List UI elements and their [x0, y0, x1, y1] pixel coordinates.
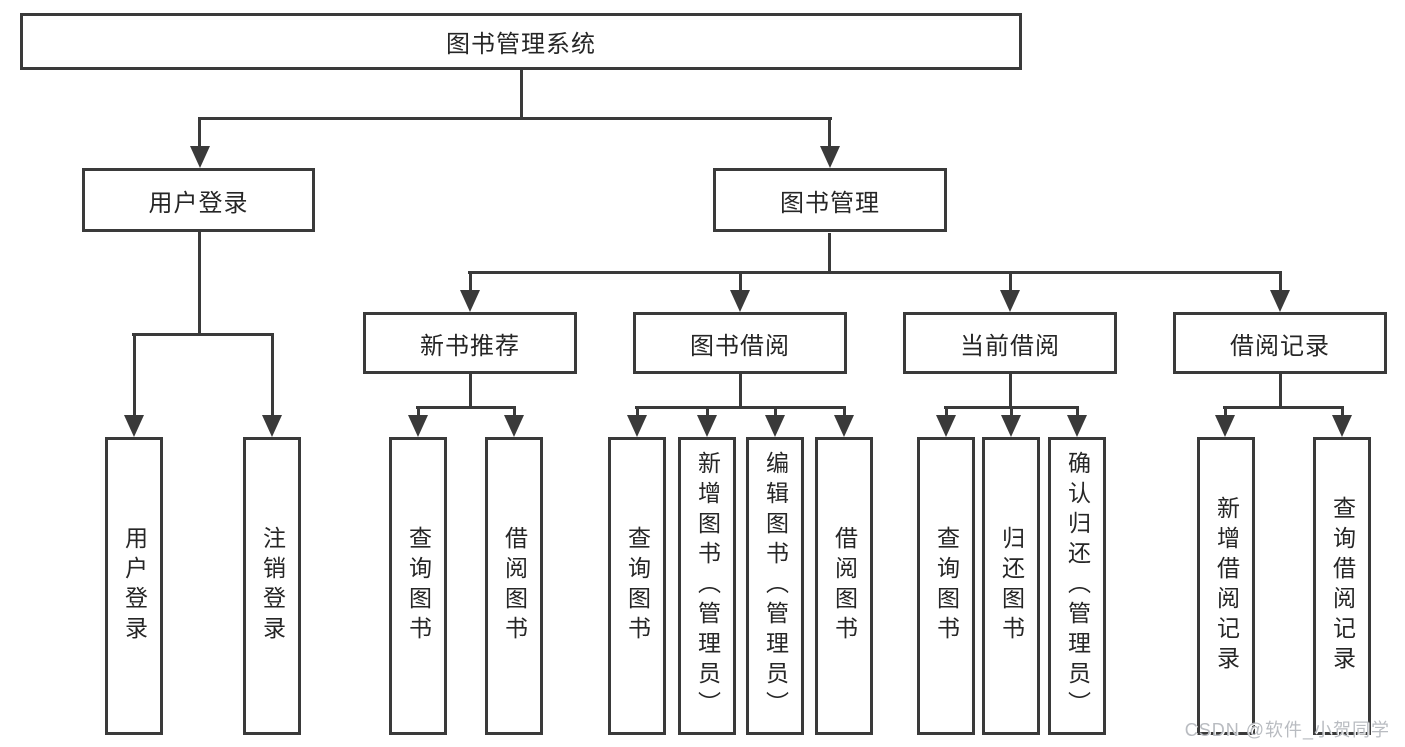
- connector-line: [417, 406, 420, 417]
- leaf-return-books: 归还图书: [982, 437, 1040, 735]
- connector-line: [198, 117, 832, 120]
- connector-line: [198, 117, 201, 147]
- connector-line: [739, 271, 742, 290]
- connector-line: [1010, 406, 1013, 417]
- connector-line: [271, 333, 274, 416]
- arrow-down-icon: [1067, 415, 1087, 437]
- connector-line: [198, 232, 201, 336]
- node-label: 借阅图书: [501, 526, 528, 646]
- node-label: 查询借阅记录: [1329, 496, 1356, 676]
- connector-line: [469, 373, 472, 409]
- connector-line: [636, 406, 639, 417]
- arrow-down-icon: [262, 415, 282, 437]
- arrow-down-icon: [124, 415, 144, 437]
- node-current-borrowing: 当前借阅: [903, 312, 1117, 374]
- node-label: 当前借阅: [960, 332, 1060, 360]
- leaf-query-books-recommend: 查询图书: [389, 437, 447, 735]
- leaf-logout: 注销登录: [243, 437, 301, 735]
- connector-line: [828, 117, 831, 147]
- node-user-login: 用户登录: [82, 168, 315, 232]
- arrow-down-icon: [408, 415, 428, 437]
- node-label: 查询图书: [933, 526, 960, 646]
- node-label: 图书借阅: [690, 332, 790, 360]
- arrow-down-icon: [1332, 415, 1352, 437]
- connector-line: [774, 406, 777, 417]
- connector-line: [843, 406, 846, 417]
- node-book-borrowing: 图书借阅: [633, 312, 847, 374]
- leaf-query-books-current: 查询图书: [917, 437, 975, 735]
- node-label: 借阅记录: [1230, 332, 1330, 360]
- connector-line: [1076, 406, 1079, 417]
- connector-line: [520, 70, 523, 119]
- node-label: 查询图书: [405, 526, 432, 646]
- node-label: 确认归还（管理员）: [1064, 451, 1091, 721]
- arrow-down-icon: [1000, 290, 1020, 312]
- connector-line: [469, 271, 472, 290]
- leaf-borrow-books-borrowing: 借阅图书: [815, 437, 873, 735]
- leaf-borrow-books-recommend: 借阅图书: [485, 437, 543, 735]
- connector-line: [706, 406, 709, 417]
- arrow-down-icon: [834, 415, 854, 437]
- arrow-down-icon: [504, 415, 524, 437]
- arrow-down-icon: [730, 290, 750, 312]
- node-new-book-recommendation: 新书推荐: [363, 312, 577, 374]
- node-label: 图书管理: [780, 189, 880, 217]
- node-label: 注销登录: [259, 526, 286, 646]
- connector-line: [513, 406, 516, 417]
- arrow-down-icon: [627, 415, 647, 437]
- leaf-add-book-admin: 新增图书（管理员）: [678, 437, 736, 735]
- node-library-management-system: 图书管理系统: [20, 13, 1022, 70]
- connector-line: [1009, 373, 1012, 409]
- connector-line: [468, 271, 1282, 274]
- arrow-down-icon: [936, 415, 956, 437]
- arrow-down-icon: [820, 146, 840, 168]
- leaf-user-login: 用户登录: [105, 437, 163, 735]
- leaf-query-books-borrowing: 查询图书: [608, 437, 666, 735]
- connector-line: [739, 373, 742, 409]
- connector-line: [133, 333, 136, 416]
- connector-line: [945, 406, 948, 417]
- leaf-query-borrow-record: 查询借阅记录: [1313, 437, 1371, 735]
- leaf-edit-book-admin: 编辑图书（管理员）: [746, 437, 804, 735]
- leaf-confirm-return-admin: 确认归还（管理员）: [1048, 437, 1106, 735]
- connector-line: [1279, 373, 1282, 409]
- node-label: 用户登录: [121, 526, 148, 646]
- arrow-down-icon: [765, 415, 785, 437]
- connector-line: [635, 406, 846, 409]
- node-label: 借阅图书: [831, 526, 858, 646]
- node-borrowing-records: 借阅记录: [1173, 312, 1387, 374]
- watermark: CSDN @软件_小贺同学: [1184, 720, 1390, 740]
- arrow-down-icon: [1270, 290, 1290, 312]
- node-book-management: 图书管理: [713, 168, 947, 232]
- node-label: 编辑图书（管理员）: [762, 451, 789, 721]
- connector-line: [1341, 406, 1344, 417]
- leaf-add-borrow-record: 新增借阅记录: [1197, 437, 1255, 735]
- connector-line: [416, 406, 516, 409]
- node-label: 新书推荐: [420, 332, 520, 360]
- arrow-down-icon: [1001, 415, 1021, 437]
- node-label: 新增借阅记录: [1213, 496, 1240, 676]
- node-label: 归还图书: [998, 526, 1025, 646]
- connector-line: [1224, 406, 1227, 417]
- connector-line: [1279, 271, 1282, 290]
- connector-line: [132, 333, 274, 336]
- connector-line: [828, 233, 831, 273]
- node-label: 图书管理系统: [446, 31, 596, 58]
- arrow-down-icon: [460, 290, 480, 312]
- connector-line: [1223, 406, 1344, 409]
- connector-line: [1009, 271, 1012, 290]
- node-label: 用户登录: [148, 189, 249, 217]
- node-label: 查询图书: [624, 526, 651, 646]
- node-label: 新增图书（管理员）: [694, 451, 721, 721]
- arrow-down-icon: [697, 415, 717, 437]
- arrow-down-icon: [1215, 415, 1235, 437]
- arrow-down-icon: [190, 146, 210, 168]
